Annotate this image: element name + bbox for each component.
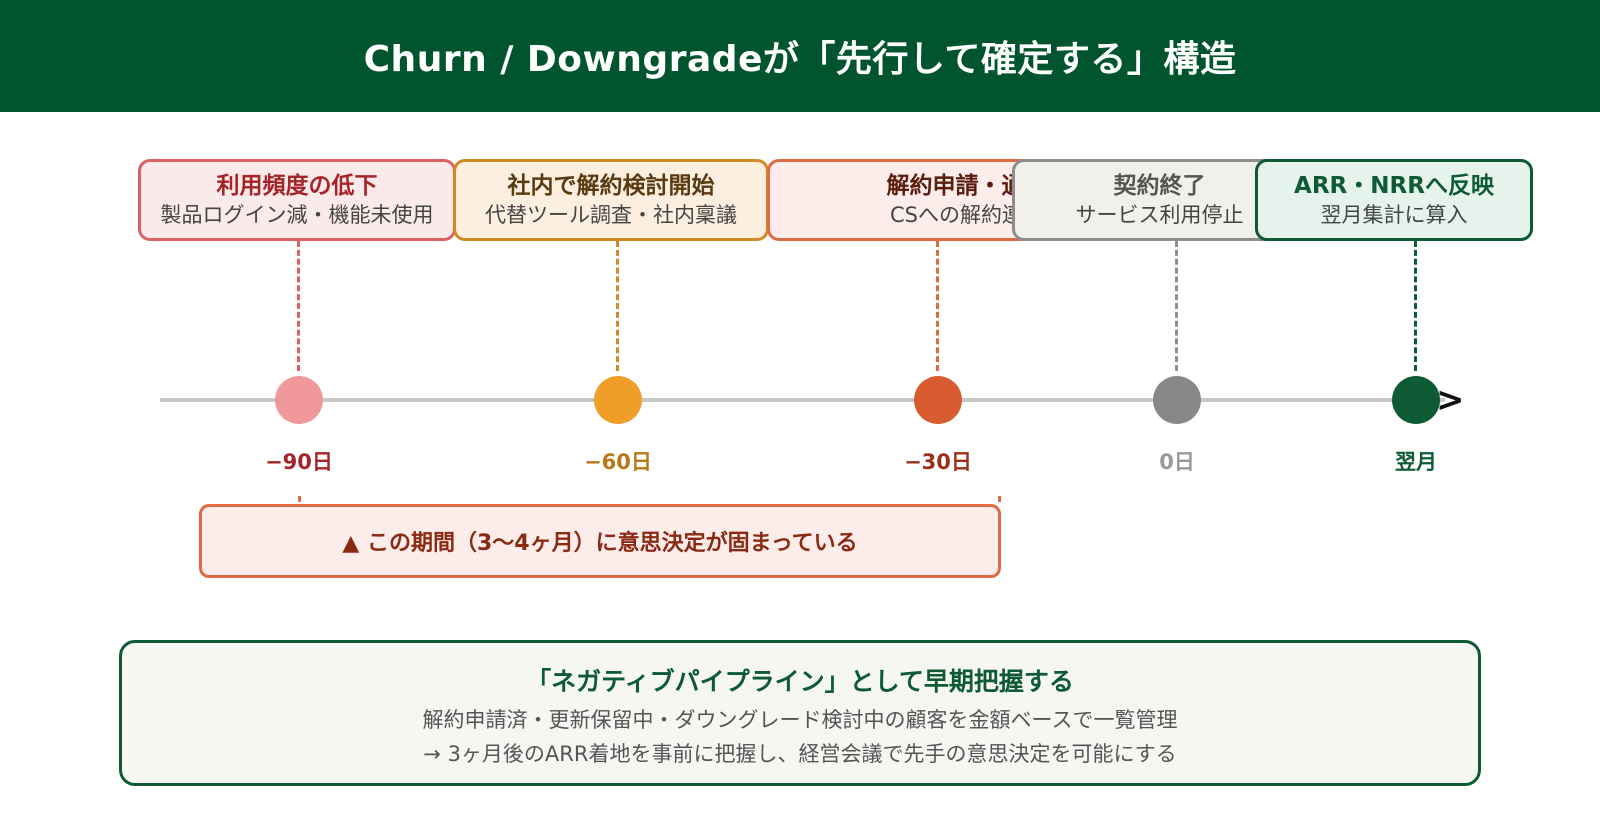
period-marker (998, 496, 1001, 502)
timeline-dot-next-month (1392, 376, 1440, 424)
timeline-dot-minus-90 (275, 376, 323, 424)
period-callout-text: ▲ この期間（3〜4ヶ月）に意思決定が固まっている (342, 531, 858, 556)
connector-line (936, 241, 939, 371)
connector-line (1414, 241, 1417, 371)
connector-line (616, 241, 619, 371)
period-marker (298, 496, 301, 502)
decision-period-callout: ▲ この期間（3〜4ヶ月）に意思決定が固まっている (199, 504, 1001, 578)
connector-line (1175, 241, 1178, 371)
summary-line: → 3ヶ月後のARR着地を事前に把握し、経営会議で先手の意思決定を可能にする (423, 742, 1177, 766)
stage-title: ARR・NRRへ反映 (1294, 173, 1494, 199)
stage-card-usage-decline: 利用頻度の低下 製品ログイン減・機能未使用 (138, 159, 456, 241)
tick-label: −30日 (904, 450, 972, 474)
stage-subtitle: 代替ツール調査・社内稟議 (485, 203, 737, 227)
tick-label: −60日 (584, 450, 652, 474)
stage-subtitle: 製品ログイン減・機能未使用 (160, 203, 434, 227)
timeline-dot-minus-60 (594, 376, 642, 424)
stage-title: 社内で解約検討開始 (507, 173, 715, 199)
timeline-axis (160, 398, 1445, 402)
tick-label: −90日 (265, 450, 333, 474)
axis-arrow-icon: > (1436, 380, 1465, 420)
connector-line (297, 241, 300, 371)
summary-box: 「ネガティブパイプライン」として早期把握する 解約申請済・更新保留中・ダウングレ… (119, 640, 1481, 786)
timeline-dot-zero (1153, 376, 1201, 424)
timeline-dot-minus-30 (914, 376, 962, 424)
stage-title: 利用頻度の低下 (216, 173, 378, 199)
stage-subtitle: サービス利用停止 (1075, 203, 1244, 227)
tick-label: 0日 (1159, 450, 1195, 474)
stage-subtitle: 翌月集計に算入 (1320, 203, 1468, 227)
header-bar: Churn / Downgradeが「先行して確定する」構造 (0, 0, 1600, 112)
stage-title: 契約終了 (1113, 173, 1206, 199)
summary-title: 「ネガティブパイプライン」として早期把握する (526, 667, 1074, 696)
page-title: Churn / Downgradeが「先行して確定する」構造 (363, 39, 1237, 80)
tick-label: 翌月 (1395, 450, 1437, 474)
stage-card-internal-review: 社内で解約検討開始 代替ツール調査・社内稟議 (453, 159, 769, 241)
stage-card-arr-nrr-reflect: ARR・NRRへ反映 翌月集計に算入 (1255, 159, 1533, 241)
summary-line: 解約申請済・更新保留中・ダウングレード検討中の顧客を金額ベースで一覧管理 (422, 708, 1178, 732)
